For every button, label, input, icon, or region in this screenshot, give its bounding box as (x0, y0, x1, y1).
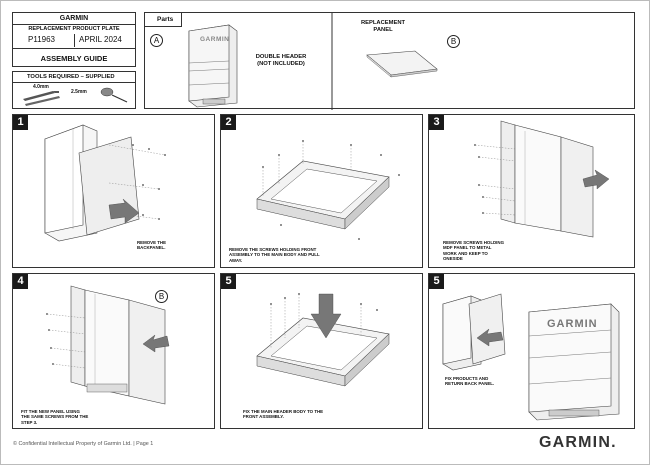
parts-block: Parts A GARMIN DOUBLE HEADER (NOT INCLUD… (144, 12, 635, 110)
step-4-marker: B (155, 290, 168, 303)
part-a-label: DOUBLE HEADER (NOT INCLUDED) (241, 54, 321, 68)
step-6-panel: 5 GARMIN FIX PRODUCTS AND RETURN BACK PA… (428, 273, 635, 429)
part-a-marker: A (150, 34, 163, 47)
step-6-illustration (442, 293, 620, 421)
step-1-illustration (44, 124, 166, 242)
footer-notice: © Confidential Intellectual Property of … (13, 441, 154, 447)
step-5-number: 5 (221, 274, 236, 289)
part-b-marker: B (447, 35, 460, 48)
step-3-caption: REMOVE SCREWS HOLDING MDF PANEL TO METAL… (443, 240, 504, 262)
footer-logo: GARMIN. (539, 434, 617, 451)
step-2-panel: 2 REMOVE THE SCREWS HOLDING FRONT ASSEMB… (220, 114, 423, 268)
part-b-label-line1: REPLACEMENT (360, 20, 406, 26)
step-6-number: 5 (429, 274, 444, 289)
step-1-panel: 1 REMOVE THE BACKPANEL. (12, 114, 215, 268)
step-4-panel: 4 B FIT THE NEW PANEL USING THE SAME SCR… (12, 273, 215, 429)
date-label: APRIL 2024 (79, 35, 122, 44)
step-1-number: 1 (13, 115, 28, 130)
part-a-label-line2: (NOT INCLUDED) (257, 61, 305, 67)
part-number: P11963 (28, 35, 55, 44)
guide-title: ASSEMBLY GUIDE (40, 54, 108, 63)
allen-key-size-4mm: 4.0mm (33, 84, 49, 90)
allen-key-size-2-5mm: 2.5mm (71, 89, 87, 95)
title-block: GARMIN REPLACEMENT PRODUCT PLATE P11963 … (12, 12, 136, 67)
step-2-illustration (256, 140, 400, 240)
step-4-caption: FIT THE NEW PANEL USING THE SAME SCREWS … (21, 409, 89, 425)
doc-title: REPLACEMENT PRODUCT PLATE (28, 26, 120, 32)
step-1-caption: REMOVE THE BACKPANEL. (137, 240, 167, 251)
step-4-number: 4 (13, 274, 28, 289)
step-5-illustration (256, 293, 390, 387)
tools-title: TOOLS REQUIRED – SUPPLIED (27, 74, 115, 80)
step-4-illustration (46, 285, 170, 405)
part-b-label: REPLACEMENT PANEL (345, 20, 421, 34)
step-6-screen-text: GARMIN (547, 318, 598, 330)
step-3-panel: 3 REMOVE SCREWS HOLDING MDF PANEL TO MET… (428, 114, 635, 268)
double-header-illustration (188, 13, 438, 110)
part-b-label-line2: PANEL (373, 27, 393, 33)
step-6-caption: FIX PRODUCTS AND RETURN BACK PANEL. (445, 376, 495, 387)
step-3-number: 3 (429, 115, 444, 130)
step-2-caption: REMOVE THE SCREWS HOLDING FRONT ASSEMBLY… (229, 247, 320, 263)
brand-label: GARMIN (59, 15, 89, 22)
parts-title: Parts (157, 16, 174, 23)
tools-icon (23, 87, 128, 106)
step-5-panel: 5 FIX THE MAIN HEADER BODY TO THE FRONT … (220, 273, 423, 429)
step-3-illustration (474, 120, 610, 238)
step-2-number: 2 (221, 115, 236, 130)
tools-block: TOOLS REQUIRED – SUPPLIED 4.0mm 2.5mm (12, 71, 136, 109)
header-screen-text: GARMIN (200, 36, 230, 43)
part-a-label-line1: DOUBLE HEADER (255, 54, 307, 60)
step-5-caption: FIX THE MAIN HEADER BODY TO THE FRONT AS… (243, 409, 324, 420)
